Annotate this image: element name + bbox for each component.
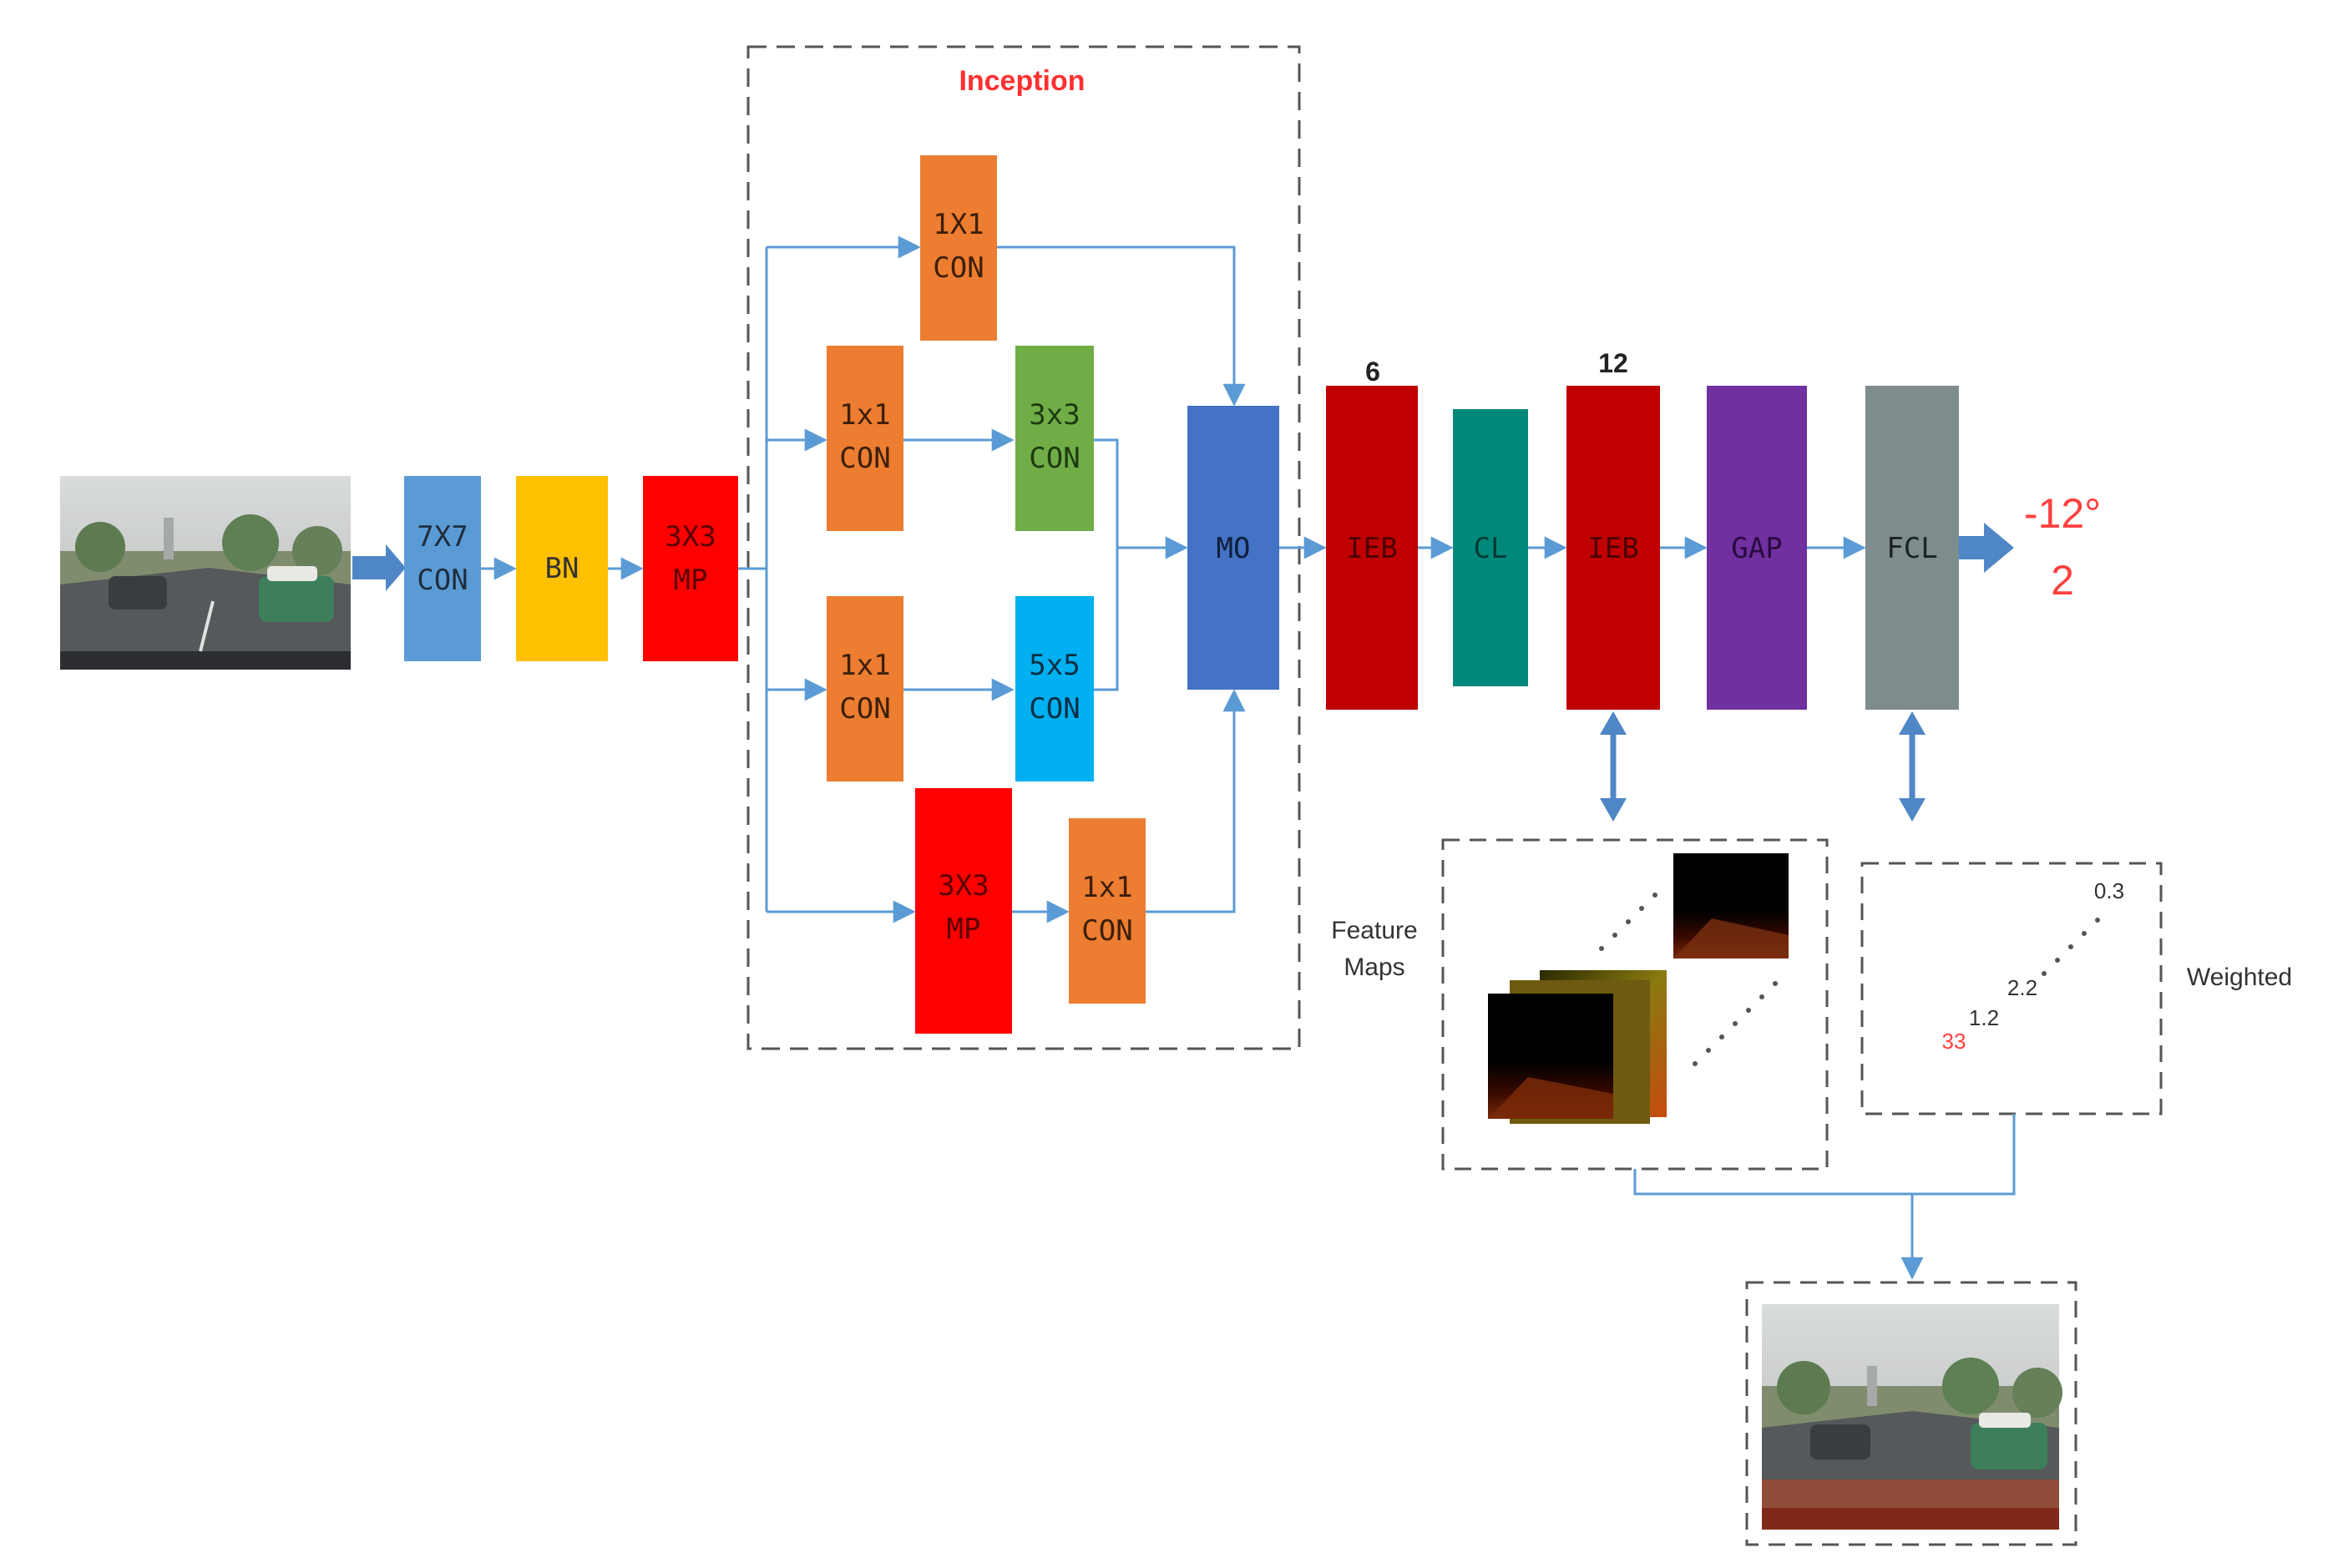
feature-maps-panel (1441, 838, 1829, 1171)
bn-label: BN (545, 552, 579, 585)
heatmap-merge-lines (1633, 1114, 2016, 1280)
weight-value-2: 2.2 (2007, 975, 2037, 1000)
weight-value-4: 33 (1942, 1029, 1966, 1054)
weighted-panel: 0.3 2.2 1.2 33 (1860, 862, 2163, 1115)
weighted-label: Weighted (2187, 964, 2292, 991)
cl-block: CL (1453, 409, 1528, 686)
block-label-27: FCL (1886, 532, 1937, 565)
block-label-11: CON (1029, 442, 1080, 475)
block-label-25: IEB (1587, 532, 1638, 565)
bn-block: BN (516, 476, 608, 661)
block-label-20: MO (1217, 532, 1251, 565)
fcl-block: FCL (1865, 386, 1959, 710)
output-road-image (1762, 1304, 2062, 1530)
ieb2-count: 12 (1598, 348, 1628, 378)
ieb1-count: 6 (1365, 357, 1380, 387)
block-label-14: 5x5 (1029, 649, 1080, 682)
inception-conv-1x1-a: 1x1 CON (827, 346, 903, 531)
block-label-18: 1x1 (1081, 871, 1132, 904)
block-label-23: CL (1474, 532, 1508, 565)
inception-conv-3x3: 3x3 CON (1015, 346, 1094, 531)
block-label-19: CON (1081, 914, 1132, 948)
block-label-15: CON (1029, 692, 1080, 726)
block-label-12: 1x1 (839, 649, 890, 682)
block-label-10: 3x3 (1029, 398, 1080, 432)
feature-map-ellipsis-dots (1599, 893, 1778, 1066)
block-label-6: 1X1 (933, 208, 984, 241)
weight-value-1: 0.3 (2094, 878, 2124, 903)
inception-maxpool-3x3: 3X3 MP (915, 788, 1012, 1034)
output-angle: -12° (2024, 490, 2101, 537)
output-heatmap-panel (1745, 1281, 2077, 1546)
block-label-17: MP (947, 913, 981, 946)
maxpool-3x3-block: 3X3 MP (643, 476, 738, 661)
block-label-26: GAP (1731, 532, 1782, 565)
ieb-block-1: IEB (1326, 386, 1418, 710)
inception-conv-1x1-c: 1x1 CON (1069, 818, 1146, 1004)
block-label-13: CON (839, 692, 890, 726)
block-label-22: IEB (1346, 532, 1397, 565)
ieb2-to-feature-maps-arrow (1600, 711, 1627, 822)
fcl-to-weighted-arrow (1899, 711, 1926, 822)
ieb-block-2: IEB (1566, 386, 1660, 710)
gap-block: GAP (1707, 386, 1807, 710)
weighted-ellipsis-dots (2042, 918, 2100, 976)
conv-7x7-line2: CON (417, 564, 468, 597)
feature-maps-label-line2: Maps (1344, 953, 1404, 981)
block-label-16: 3X3 (938, 869, 989, 903)
inception-module: Inception 1X1 CON 1x1 CO (738, 45, 1301, 1050)
conv-7x7-line1: 7X7 (417, 520, 468, 554)
output-arrow (1959, 523, 2014, 573)
output-value: 2 (2051, 557, 2074, 604)
inception-conv-1x1-top: 1X1 CON (920, 155, 997, 341)
inception-branch-lines (738, 235, 1246, 923)
input-arrow (352, 544, 406, 591)
block-label-7: CON (933, 251, 984, 285)
input-road-image (60, 476, 351, 670)
weight-value-3: 1.2 (1969, 1005, 1999, 1030)
maxpool-line2: MP (674, 564, 708, 597)
mo-block: MO (1187, 406, 1279, 690)
feature-maps-label-line1: Feature (1331, 917, 1417, 944)
conv-7x7-block: 7X7 CON (404, 476, 481, 661)
maxpool-line1: 3X3 (665, 520, 716, 554)
inception-conv-5x5: 5x5 CON (1015, 596, 1094, 781)
block-label-9: CON (839, 442, 890, 475)
inception-conv-1x1-b: 1x1 CON (827, 596, 903, 781)
inception-title: Inception (959, 65, 1085, 97)
block-label-8: 1x1 (839, 398, 890, 432)
